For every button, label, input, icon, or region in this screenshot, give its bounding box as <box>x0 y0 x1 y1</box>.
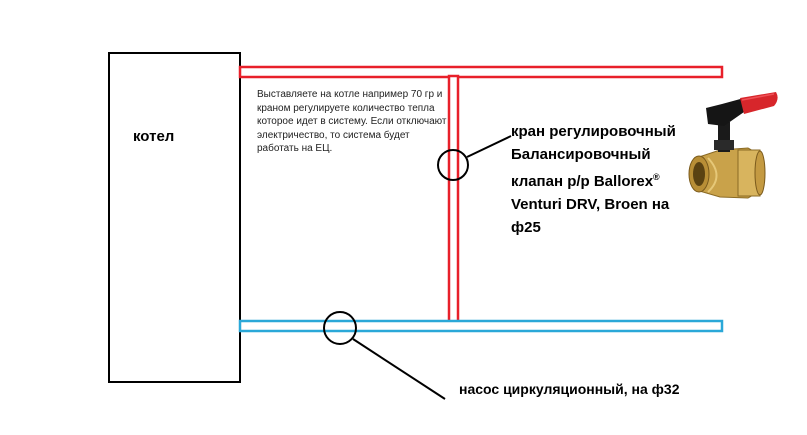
valve-label-line: Балансировочный <box>511 146 651 163</box>
ball-valve-icon <box>688 92 778 199</box>
instruction-note: Выставляете на котле например 70 гр и кр… <box>257 89 447 154</box>
pump-pointer-line <box>352 338 446 400</box>
valve-label-line: Venturi DRV, Broen на <box>511 196 670 213</box>
return-pipe <box>238 319 724 333</box>
valve-marker-circle <box>437 149 469 181</box>
boiler-box <box>108 52 241 383</box>
valve-pointer-line <box>466 135 512 158</box>
valve-label-text: клапан р/р Ballorex <box>511 173 654 190</box>
valve-label-line: ф25 <box>511 219 541 236</box>
pump-label: насос циркуляционный, на ф32 <box>459 381 680 397</box>
supply-pipe <box>238 65 724 79</box>
valve-label-line: кран регулировочный <box>511 123 676 140</box>
registered-mark: ® <box>653 172 660 182</box>
valve-label-line: клапан р/р Ballorex® <box>511 166 696 193</box>
riser-pipe <box>447 74 460 324</box>
pump-marker-circle <box>323 311 357 345</box>
boiler-label: котел <box>133 128 175 145</box>
valve-label: кран регулировочный Балансировочный клап… <box>511 120 696 239</box>
